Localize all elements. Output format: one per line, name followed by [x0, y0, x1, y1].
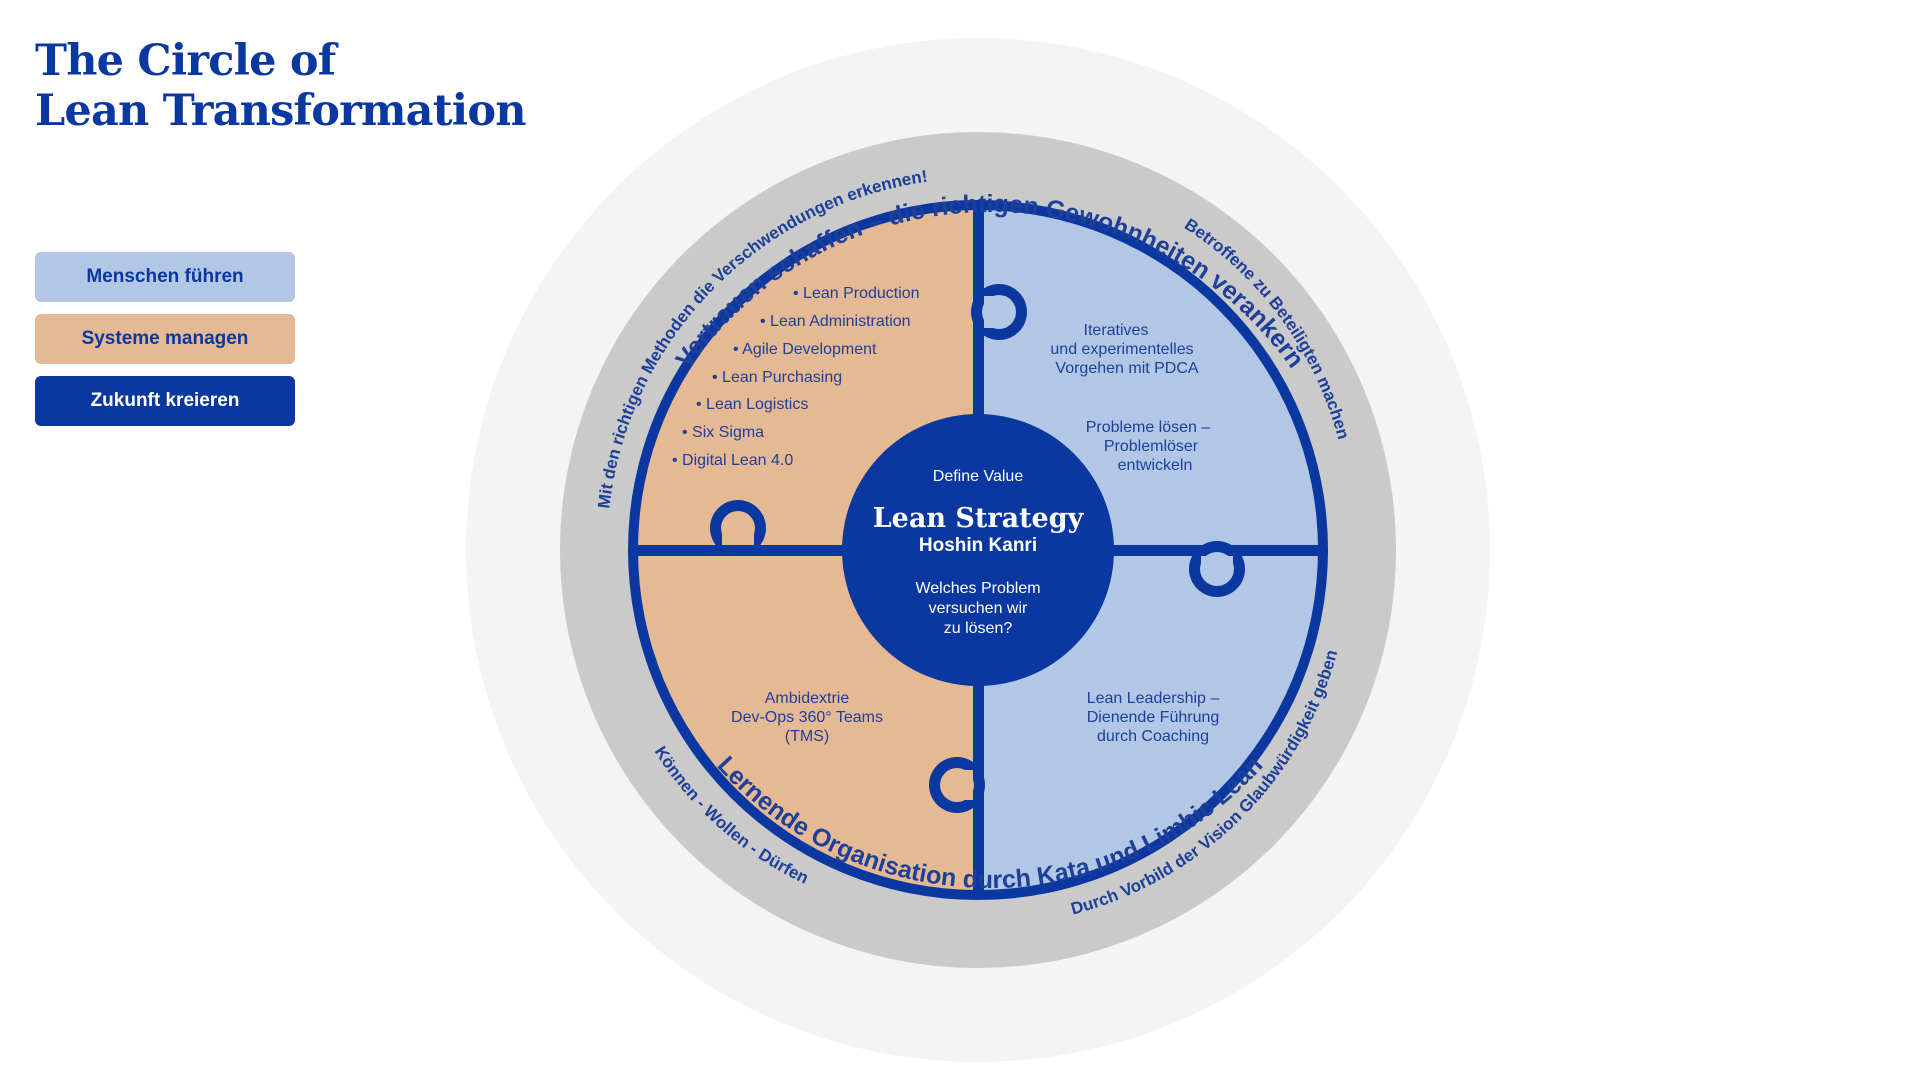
legend-zukunft-kreieren: Zukunft kreieren [35, 376, 295, 426]
title-line-2: Lean Transformation [35, 86, 526, 136]
quadrant-bottom-right-text: Lean Leadership – Dienende Führung durch… [1087, 690, 1220, 745]
legend: Menschen führen Systeme managen Zukunft … [35, 252, 295, 438]
title-line-1: The Circle of [35, 36, 336, 86]
center-subtitle: Hoshin Kanri [919, 535, 1037, 556]
problem-line-1: Probleme lösen – [1086, 419, 1211, 436]
page-title: The Circle of Lean Transformation [35, 36, 526, 136]
puzzle-knob-bottom [929, 757, 985, 813]
methods-list: • Lean Production • Lean Administration … [672, 285, 920, 469]
ambidextrie-line-1: Ambidextrie [765, 690, 850, 707]
puzzle-knob-right [1189, 541, 1245, 597]
list-item: • Agile Development [733, 341, 877, 358]
pdca-line-2: und experimentelles [1050, 341, 1193, 358]
ambidextrie-line-3: (TMS) [785, 728, 829, 745]
problem-line-2: Problemlöser [1104, 438, 1199, 455]
center-question-2: versuchen wir [929, 600, 1028, 617]
leadership-line-3: durch Coaching [1097, 728, 1209, 745]
list-item: • Lean Logistics [696, 396, 808, 413]
center-question-1: Welches Problem [915, 580, 1040, 597]
puzzle-knob-left [710, 500, 766, 556]
center-title: Lean Strategy [873, 503, 1085, 534]
center-circle [842, 414, 1114, 686]
leadership-line-2: Dienende Führung [1087, 709, 1220, 726]
list-item: • Lean Purchasing [712, 369, 842, 386]
list-item: • Lean Production [793, 285, 920, 302]
pdca-line-1: Iteratives [1084, 322, 1149, 339]
leadership-line-1: Lean Leadership – [1087, 690, 1220, 707]
quadrant-bottom-left-text: Ambidextrie Dev-Ops 360° Teams (TMS) [731, 690, 883, 745]
ambidextrie-line-2: Dev-Ops 360° Teams [731, 709, 883, 726]
problem-line-3: entwickeln [1118, 457, 1193, 474]
center-define-value: Define Value [933, 468, 1024, 485]
puzzle-knob-top [971, 284, 1027, 340]
legend-systeme-managen: Systeme managen [35, 314, 295, 364]
list-item: • Lean Administration [760, 313, 911, 330]
legend-menschen-fuehren: Menschen führen [35, 252, 295, 302]
list-item: • Six Sigma [682, 424, 764, 441]
pdca-line-3: Vorgehen mit PDCA [1055, 360, 1199, 377]
quadrant-top-right-text: Iteratives und experimentelles Vorgehen … [1050, 322, 1210, 474]
list-item: • Digital Lean 4.0 [672, 452, 793, 469]
center-question-3: zu lösen? [944, 620, 1013, 637]
